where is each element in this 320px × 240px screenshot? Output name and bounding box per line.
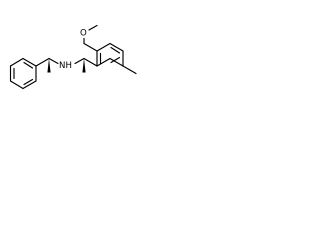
double-bond [110, 56, 121, 64]
bond [88, 24, 98, 31]
amine-h-label: H [66, 61, 72, 71]
oxygen-label: O [80, 29, 87, 39]
bond [9, 80, 24, 90]
bond [96, 42, 111, 52]
stereo-wedge-bond [47, 58, 51, 73]
label-background [58, 59, 75, 69]
bond [109, 42, 124, 52]
bond [109, 57, 124, 67]
methyl-group [122, 65, 137, 75]
bond [83, 42, 98, 52]
bond [74, 57, 85, 65]
bond [35, 57, 50, 67]
bond [122, 65, 137, 75]
bond [96, 57, 111, 67]
phenyl-ring [9, 57, 37, 90]
bond [83, 57, 98, 67]
methoxy-methyl-ring [96, 42, 124, 67]
chemical-structure: N H O [9, 24, 137, 90]
double-bond [23, 78, 34, 86]
bond [22, 80, 37, 90]
molecule-canvas: N H O [0, 0, 152, 152]
right-stereocenter [74, 57, 98, 73]
bond [9, 57, 24, 67]
bond [22, 57, 37, 67]
bond [48, 57, 59, 65]
methoxy-group: O [79, 24, 98, 52]
amine-n-label: N [59, 61, 65, 71]
double-bond [110, 46, 121, 54]
amine-group: N H [58, 59, 75, 71]
left-stereocenter [35, 57, 59, 73]
label-background [79, 27, 89, 37]
stereo-wedge-bond [82, 58, 86, 73]
double-bond [23, 61, 34, 69]
